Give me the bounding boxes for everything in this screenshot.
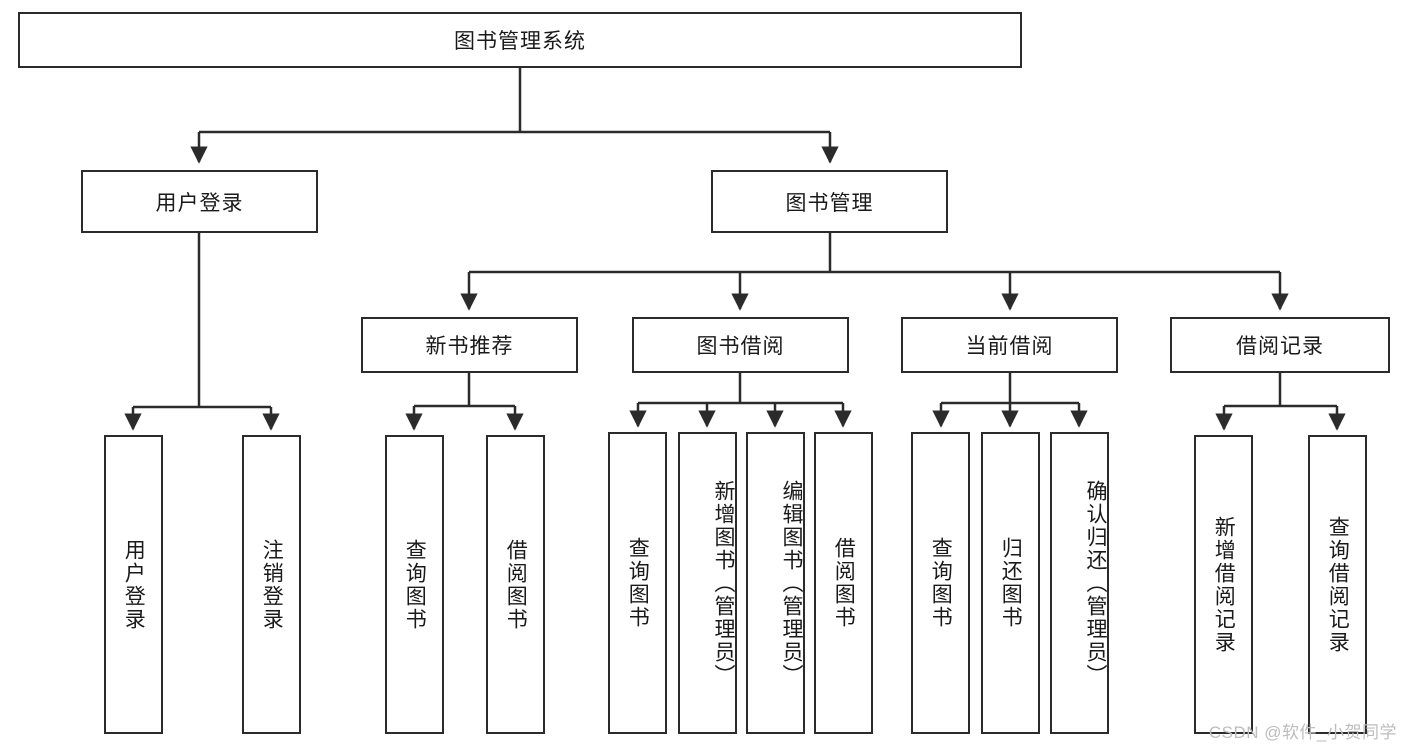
leaf-user-login-logout[interactable]: 注销登录 (242, 435, 301, 734)
leaf-current-borrow-return-book[interactable]: 归还图书 (981, 432, 1040, 734)
node-label: 图书借阅 (696, 335, 785, 358)
leaf-book-borrow-query-book[interactable]: 查询图书 (608, 432, 667, 734)
node-label: 图书管理 (785, 191, 874, 215)
node-label: 查询图书 (929, 537, 953, 629)
node-label: 确认归还（管理员） (1084, 479, 1107, 687)
node-book-borrow[interactable]: 图书借阅 (632, 317, 849, 373)
node-borrow-record[interactable]: 借阅记录 (1170, 317, 1390, 373)
leaf-borrow-record-add-record[interactable]: 新增借阅记录 (1194, 435, 1253, 734)
node-label: 当前借阅 (965, 335, 1054, 358)
node-label: 归还图书 (999, 537, 1023, 629)
leaf-new-book-query-book[interactable]: 查询图书 (385, 435, 444, 734)
node-label: 注销登录 (260, 538, 284, 631)
leaf-current-borrow-confirm-return-admin[interactable]: 确认归还（管理员） (1050, 432, 1109, 734)
node-label: 编辑图书（管理员） (780, 479, 803, 687)
node-label: 新增借阅记录 (1212, 515, 1236, 654)
node-label: 用户登录 (155, 191, 244, 215)
leaf-book-borrow-borrow-book[interactable]: 借阅图书 (814, 432, 873, 734)
node-new-book-recommend[interactable]: 新书推荐 (361, 317, 578, 373)
node-label: 图书管理系统 (454, 30, 586, 53)
node-root-book-management-system[interactable]: 图书管理系统 (18, 12, 1022, 68)
node-label: 借阅记录 (1236, 335, 1324, 358)
leaf-book-borrow-edit-book-admin[interactable]: 编辑图书（管理员） (746, 432, 805, 734)
node-label: 借阅图书 (832, 537, 856, 629)
leaf-current-borrow-query-book[interactable]: 查询图书 (911, 432, 970, 734)
node-label: 查询图书 (626, 537, 650, 629)
node-current-borrow[interactable]: 当前借阅 (901, 317, 1118, 373)
leaf-new-book-borrow-book[interactable]: 借阅图书 (486, 435, 545, 734)
watermark: CSDN @软件_小贺同学 (1208, 723, 1397, 742)
node-label: 新书推荐 (425, 335, 514, 358)
node-label: 借阅图书 (504, 538, 528, 631)
leaf-user-login-login[interactable]: 用户登录 (104, 435, 163, 734)
node-label: 用户登录 (122, 538, 146, 631)
node-label: 查询图书 (403, 538, 427, 631)
node-label: 新增图书（管理员） (712, 479, 735, 687)
leaf-book-borrow-add-book-admin[interactable]: 新增图书（管理员） (678, 432, 737, 734)
node-user-login[interactable]: 用户登录 (81, 170, 318, 233)
node-book-management[interactable]: 图书管理 (711, 170, 948, 233)
leaf-borrow-record-query-record[interactable]: 查询借阅记录 (1308, 435, 1367, 734)
node-label: 查询借阅记录 (1326, 515, 1350, 654)
